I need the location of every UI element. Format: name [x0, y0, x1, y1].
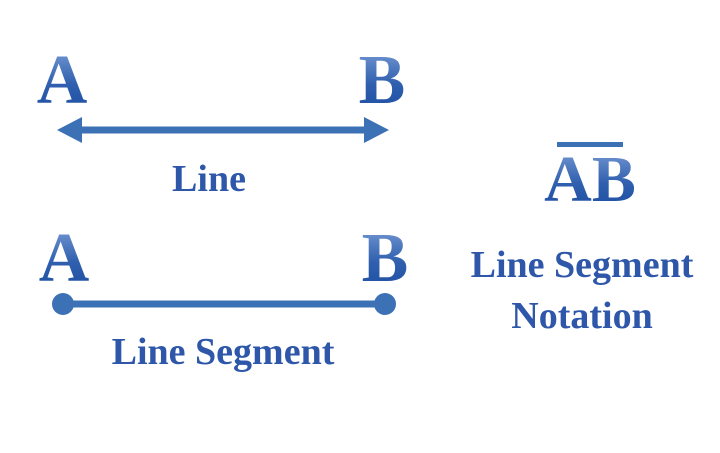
line-caption: Line — [172, 158, 246, 200]
arrow-shaft — [79, 126, 367, 134]
line-segment-caption: Line Segment — [111, 331, 335, 373]
line-segment-icon — [52, 293, 396, 315]
notation-caption-line2: Notation — [511, 295, 653, 338]
endpoint-dot-b — [374, 293, 396, 315]
segment-notation-symbol: AB — [544, 143, 636, 216]
right-arrowhead-icon — [364, 117, 389, 143]
notation-caption-line1: Line Segment — [470, 244, 694, 286]
overline-bar — [557, 142, 623, 147]
segment-point-a-label: A — [38, 220, 90, 297]
notation-caption: Line Segment Notation — [471, 240, 694, 343]
segment-point-b-label: B — [361, 220, 409, 297]
endpoint-dot-a — [52, 293, 74, 315]
left-arrowhead-icon — [57, 117, 82, 143]
line-point-b-label: B — [358, 42, 406, 119]
line-point-a-label: A — [36, 42, 88, 119]
double-arrow-line-icon — [57, 117, 389, 143]
